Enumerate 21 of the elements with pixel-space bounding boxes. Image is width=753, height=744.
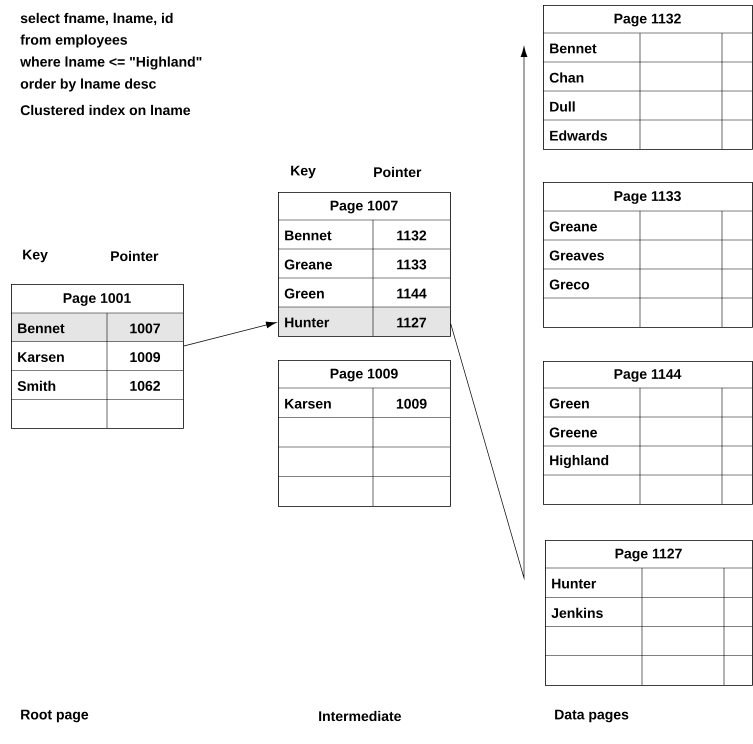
page-table: Page 1007 Bennet 1132 Greane 1133 Green 1144 Hunter 1127 xyxy=(278,192,451,337)
query-text: from employees xyxy=(20,34,127,48)
query-text: order by lname desc xyxy=(20,78,156,92)
page-table: Page 1009 Karsen 1009 xyxy=(278,360,451,507)
panel-caption: Data pages xyxy=(555,710,628,722)
column-heading: Key xyxy=(291,166,316,178)
caption-text: Clustered index on lname xyxy=(20,104,190,116)
panel-caption: Intermediate xyxy=(319,710,401,722)
page-table: Page 1144 Green Greene Highland xyxy=(542,361,753,505)
page-table: Page 1127 Hunter Jenkins xyxy=(544,540,753,686)
query-text: where lname <= "Highland" xyxy=(20,56,202,70)
page-table: Page 1001 Bennet 1007 Karsen 1009 Smith 1062 xyxy=(10,284,184,429)
column-heading: Pointer xyxy=(374,166,422,178)
column-heading: Key xyxy=(23,250,48,262)
page-table: Page 1132 Bennet Chan Dull Edwards xyxy=(542,5,753,150)
column-heading: Pointer xyxy=(111,250,158,262)
arrow xyxy=(183,322,277,346)
page-table: Page 1133 Greane Greaves Greco xyxy=(542,182,753,328)
arrow xyxy=(450,46,528,580)
query-text: select fname, lname, id xyxy=(20,12,173,26)
panel-caption: Root page xyxy=(21,710,88,722)
